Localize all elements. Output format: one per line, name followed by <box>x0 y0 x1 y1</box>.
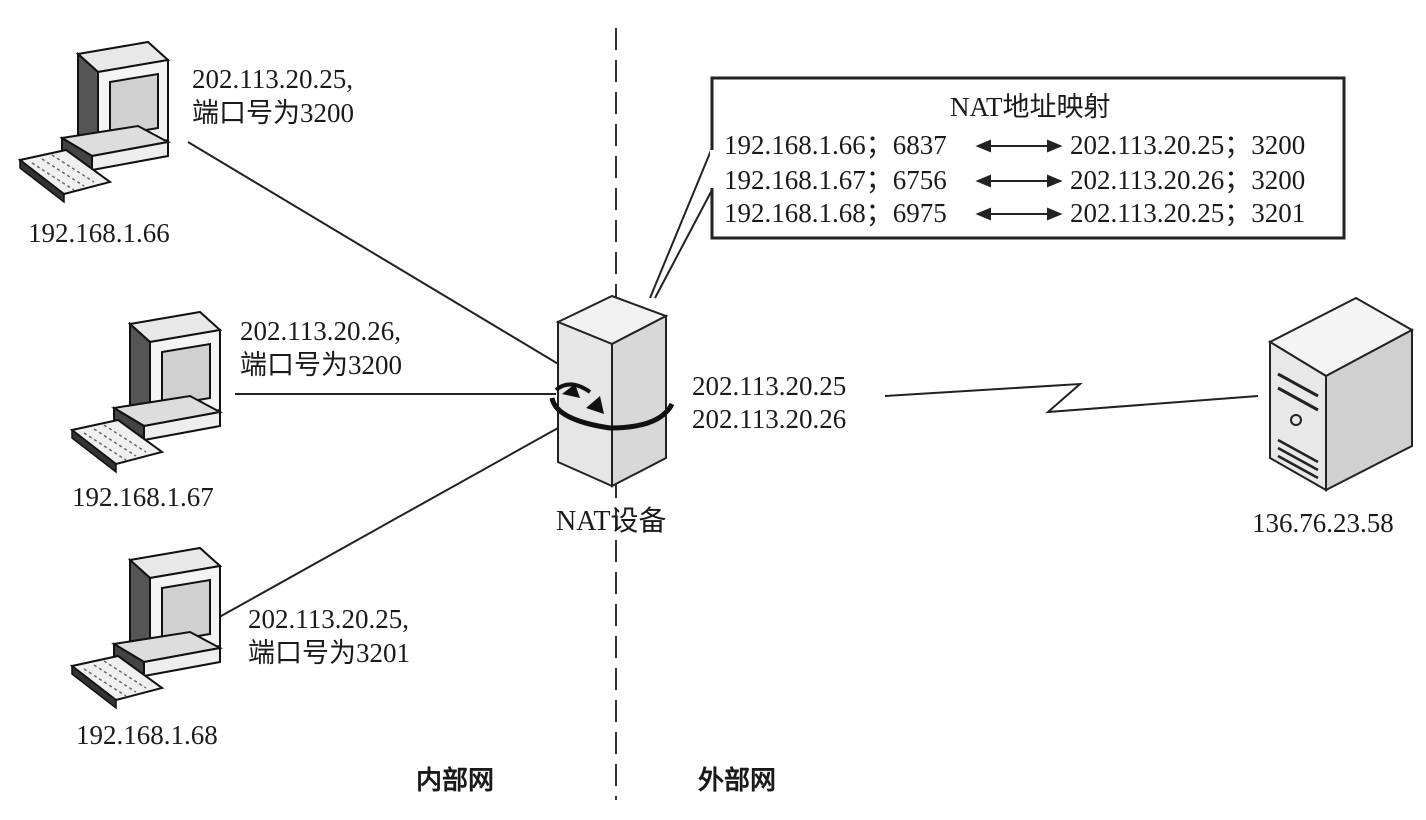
server-icon <box>1267 296 1415 492</box>
pc2-note-public-ip: 202.113.20.26, <box>240 316 401 346</box>
nat-device-icon <box>549 294 675 488</box>
mapping-row-3-inside: 192.168.1.68；6975 <box>724 198 947 228</box>
pc2-ip-label: 192.168.1.67 <box>72 482 214 512</box>
computer-icon-3 <box>69 546 223 710</box>
wan-link <box>884 382 1259 414</box>
computer-icon-1 <box>17 40 171 204</box>
mapping-row-2-inside: 192.168.1.67；6756 <box>724 165 947 195</box>
pc3-note-public-ip: 202.113.20.25, <box>248 604 409 634</box>
mapping-callout-shape <box>649 76 1346 299</box>
link-pc1 <box>187 141 561 366</box>
internal-network-label: 内部网 <box>416 766 495 796</box>
mapping-row-1-inside: 192.168.1.66；6837 <box>724 130 947 160</box>
server-ip-label: 136.76.23.58 <box>1252 508 1394 538</box>
nat-device-label: NAT设备 <box>556 506 667 537</box>
link-pc3 <box>213 427 559 621</box>
nat-public-ip-2: 202.113.20.26 <box>692 404 847 434</box>
mapping-row-2-outside: 202.113.20.26；3200 <box>1070 165 1306 195</box>
mapping-row-3-outside: 202.113.20.25；3201 <box>1070 198 1306 228</box>
pc3-translation-note: 202.113.20.25, 端口号为3201 <box>248 602 410 670</box>
pc3-ip-label: 192.168.1.68 <box>76 720 218 750</box>
mapping-title: NAT地址映射 <box>950 92 1111 122</box>
mapping-arrows <box>975 139 1063 221</box>
pc1-ip-label: 192.168.1.66 <box>28 218 170 248</box>
pc2-note-port: 端口号为3200 <box>240 350 402 380</box>
pc3-note-port: 端口号为3201 <box>248 638 410 668</box>
external-network-label: 外部网 <box>698 766 777 796</box>
pc2-translation-note: 202.113.20.26, 端口号为3200 <box>240 314 402 382</box>
pc1-translation-note: 202.113.20.25, 端口号为3200 <box>192 62 354 130</box>
nat-public-ip-1: 202.113.20.25 <box>692 371 847 401</box>
pc1-note-port: 端口号为3200 <box>192 98 354 128</box>
computer-icon-2 <box>69 310 223 474</box>
mapping-row-1-outside: 202.113.20.25；3200 <box>1070 130 1306 160</box>
pc1-note-public-ip: 202.113.20.25, <box>192 64 353 94</box>
